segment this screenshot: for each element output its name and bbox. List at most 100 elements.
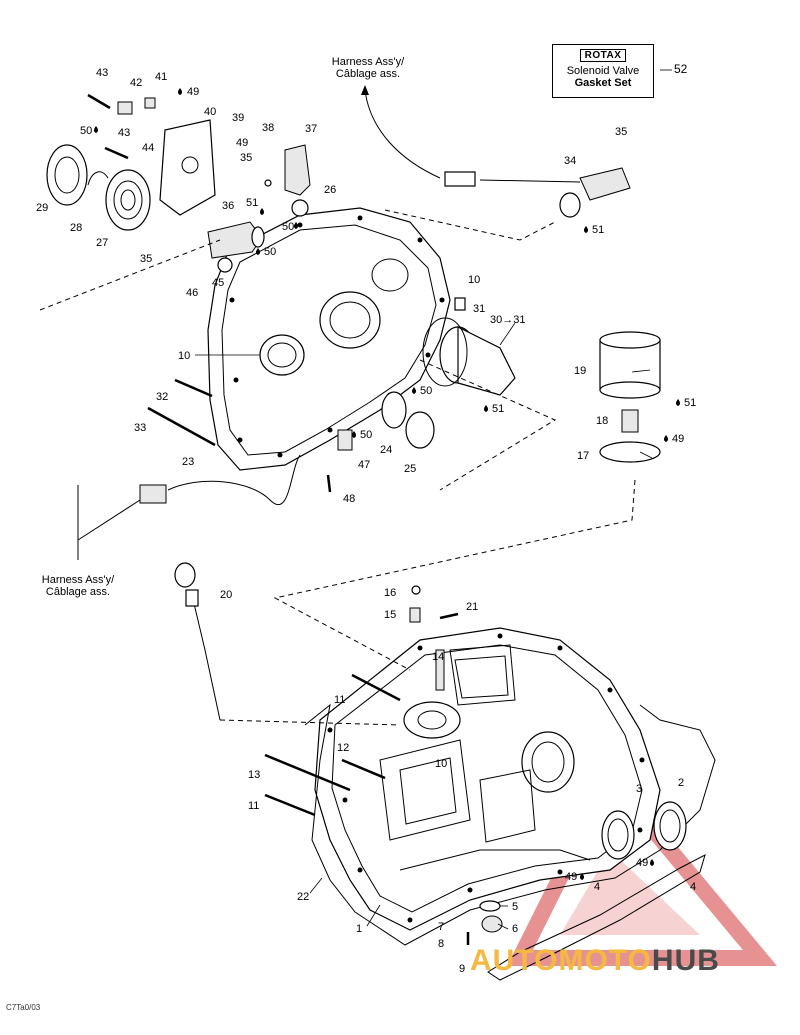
label-34: 34: [564, 155, 576, 167]
label-51c: 51: [492, 403, 504, 415]
label-11b: 11: [248, 800, 259, 812]
label-49c: 49: [672, 433, 684, 445]
label-20: 20: [220, 589, 232, 601]
crankcase: [314, 627, 661, 931]
bearing-and-seal: [46, 144, 151, 231]
label-35b: 35: [140, 253, 152, 265]
label-2: 2: [678, 777, 684, 789]
label-22: 22: [297, 891, 309, 903]
label-50a: 50: [80, 125, 92, 137]
label-10b: 10: [178, 350, 190, 362]
label-5: 5: [512, 901, 518, 913]
harness-caption-top: Harness Ass'y/ Câblage ass.: [318, 56, 418, 80]
cover-plate: [159, 119, 216, 216]
label-16: 16: [384, 587, 396, 599]
label-4b: 4: [690, 881, 696, 893]
label-51a: 51: [246, 197, 258, 209]
small-parts: [117, 97, 503, 933]
gasket: [304, 703, 716, 946]
watermark-part2: HUB: [651, 944, 720, 977]
label-36: 36: [222, 200, 234, 212]
plate: [599, 441, 661, 463]
watermark-text: AUTOMOTOHUB: [470, 944, 720, 978]
label-38: 38: [262, 122, 274, 134]
label-35a: 35: [240, 152, 252, 164]
label-37: 37: [305, 123, 317, 135]
watermark-part1: AUTOMOTO: [470, 944, 652, 977]
label-leaders: [195, 69, 672, 930]
legend-ref-number: 52: [674, 62, 688, 76]
label-19: 19: [574, 365, 586, 377]
label-6: 6: [512, 923, 518, 935]
label-31: 31: [473, 303, 485, 315]
solenoid-assembly: [444, 167, 631, 218]
label-48: 48: [343, 493, 355, 505]
label-41: 41: [155, 71, 167, 83]
assembly-lines: [39, 209, 636, 726]
label-42: 42: [130, 77, 142, 89]
rotax-logo: ROTAX: [579, 49, 627, 62]
label-9: 9: [459, 963, 465, 975]
spring: [621, 409, 639, 433]
label-30-31: 30→31: [490, 314, 525, 326]
label-51b: 51: [592, 224, 604, 236]
solenoid-valve: [207, 221, 265, 259]
drawing-code: C7Ta0/03: [6, 1003, 41, 1012]
label-47: 47: [358, 459, 370, 471]
label-50e: 50: [360, 429, 372, 441]
label-18: 18: [596, 415, 608, 427]
part-labels: 43 42 41 49 40 39 38 37 50 43 44 49 35 2…: [36, 67, 696, 975]
label-43b: 43: [118, 127, 130, 139]
crankcase-cover: [207, 207, 451, 471]
label-43: 43: [96, 67, 108, 79]
label-23: 23: [182, 456, 194, 468]
gasket-9: [487, 854, 706, 981]
label-49d: 49: [565, 871, 577, 883]
label-4a: 4: [594, 881, 600, 893]
label-29: 29: [36, 202, 48, 214]
label-1: 1: [356, 923, 362, 935]
label-27: 27: [96, 237, 108, 249]
oil-filter: [599, 331, 661, 399]
label-49b: 49: [236, 137, 248, 149]
label-45: 45: [212, 277, 224, 289]
shaft-assembly: [422, 317, 516, 396]
label-32: 32: [156, 391, 168, 403]
sensor-cable: [139, 454, 301, 505]
harness-left-line2: Câblage ass.: [45, 586, 111, 598]
legend-line2: Gasket Set: [574, 77, 632, 89]
label-14: 14: [432, 651, 444, 663]
label-40: 40: [204, 106, 216, 118]
harness-caption-left: Harness Ass'y/ Câblage ass.: [28, 574, 128, 598]
label-17: 17: [577, 450, 589, 462]
label-8: 8: [438, 938, 444, 950]
harness-arrow-top: [364, 89, 441, 179]
bolts: [87, 93, 470, 945]
label-50c: 50: [264, 246, 276, 258]
bearing-25: [405, 411, 435, 449]
label-44: 44: [142, 142, 154, 154]
label-46: 46: [186, 287, 198, 299]
label-49a: 49: [187, 86, 199, 98]
harness-top-line1: Harness Ass'y/: [331, 56, 405, 68]
label-10c: 10: [435, 758, 447, 770]
oil-seals: [601, 801, 687, 860]
label-35c: 35: [615, 126, 627, 138]
label-15: 15: [384, 609, 396, 621]
label-51d: 51: [684, 397, 696, 409]
harness-top-line2: Câblage ass.: [335, 68, 401, 80]
label-39: 39: [232, 112, 244, 124]
solenoid-gasket-set-box: ROTAX Solenoid Valve Gasket Set: [552, 44, 654, 98]
label-10a: 10: [468, 274, 480, 286]
legend-line1: Solenoid Valve: [566, 65, 640, 77]
label-24: 24: [380, 444, 392, 456]
label-13: 13: [248, 769, 260, 781]
bearing-24: [381, 391, 407, 429]
label-28: 28: [70, 222, 82, 234]
label-50b: 50: [282, 221, 294, 233]
label-50d: 50: [420, 385, 432, 397]
label-25: 25: [404, 463, 416, 475]
label-12: 12: [337, 742, 349, 754]
drop-icons: [94, 88, 680, 880]
